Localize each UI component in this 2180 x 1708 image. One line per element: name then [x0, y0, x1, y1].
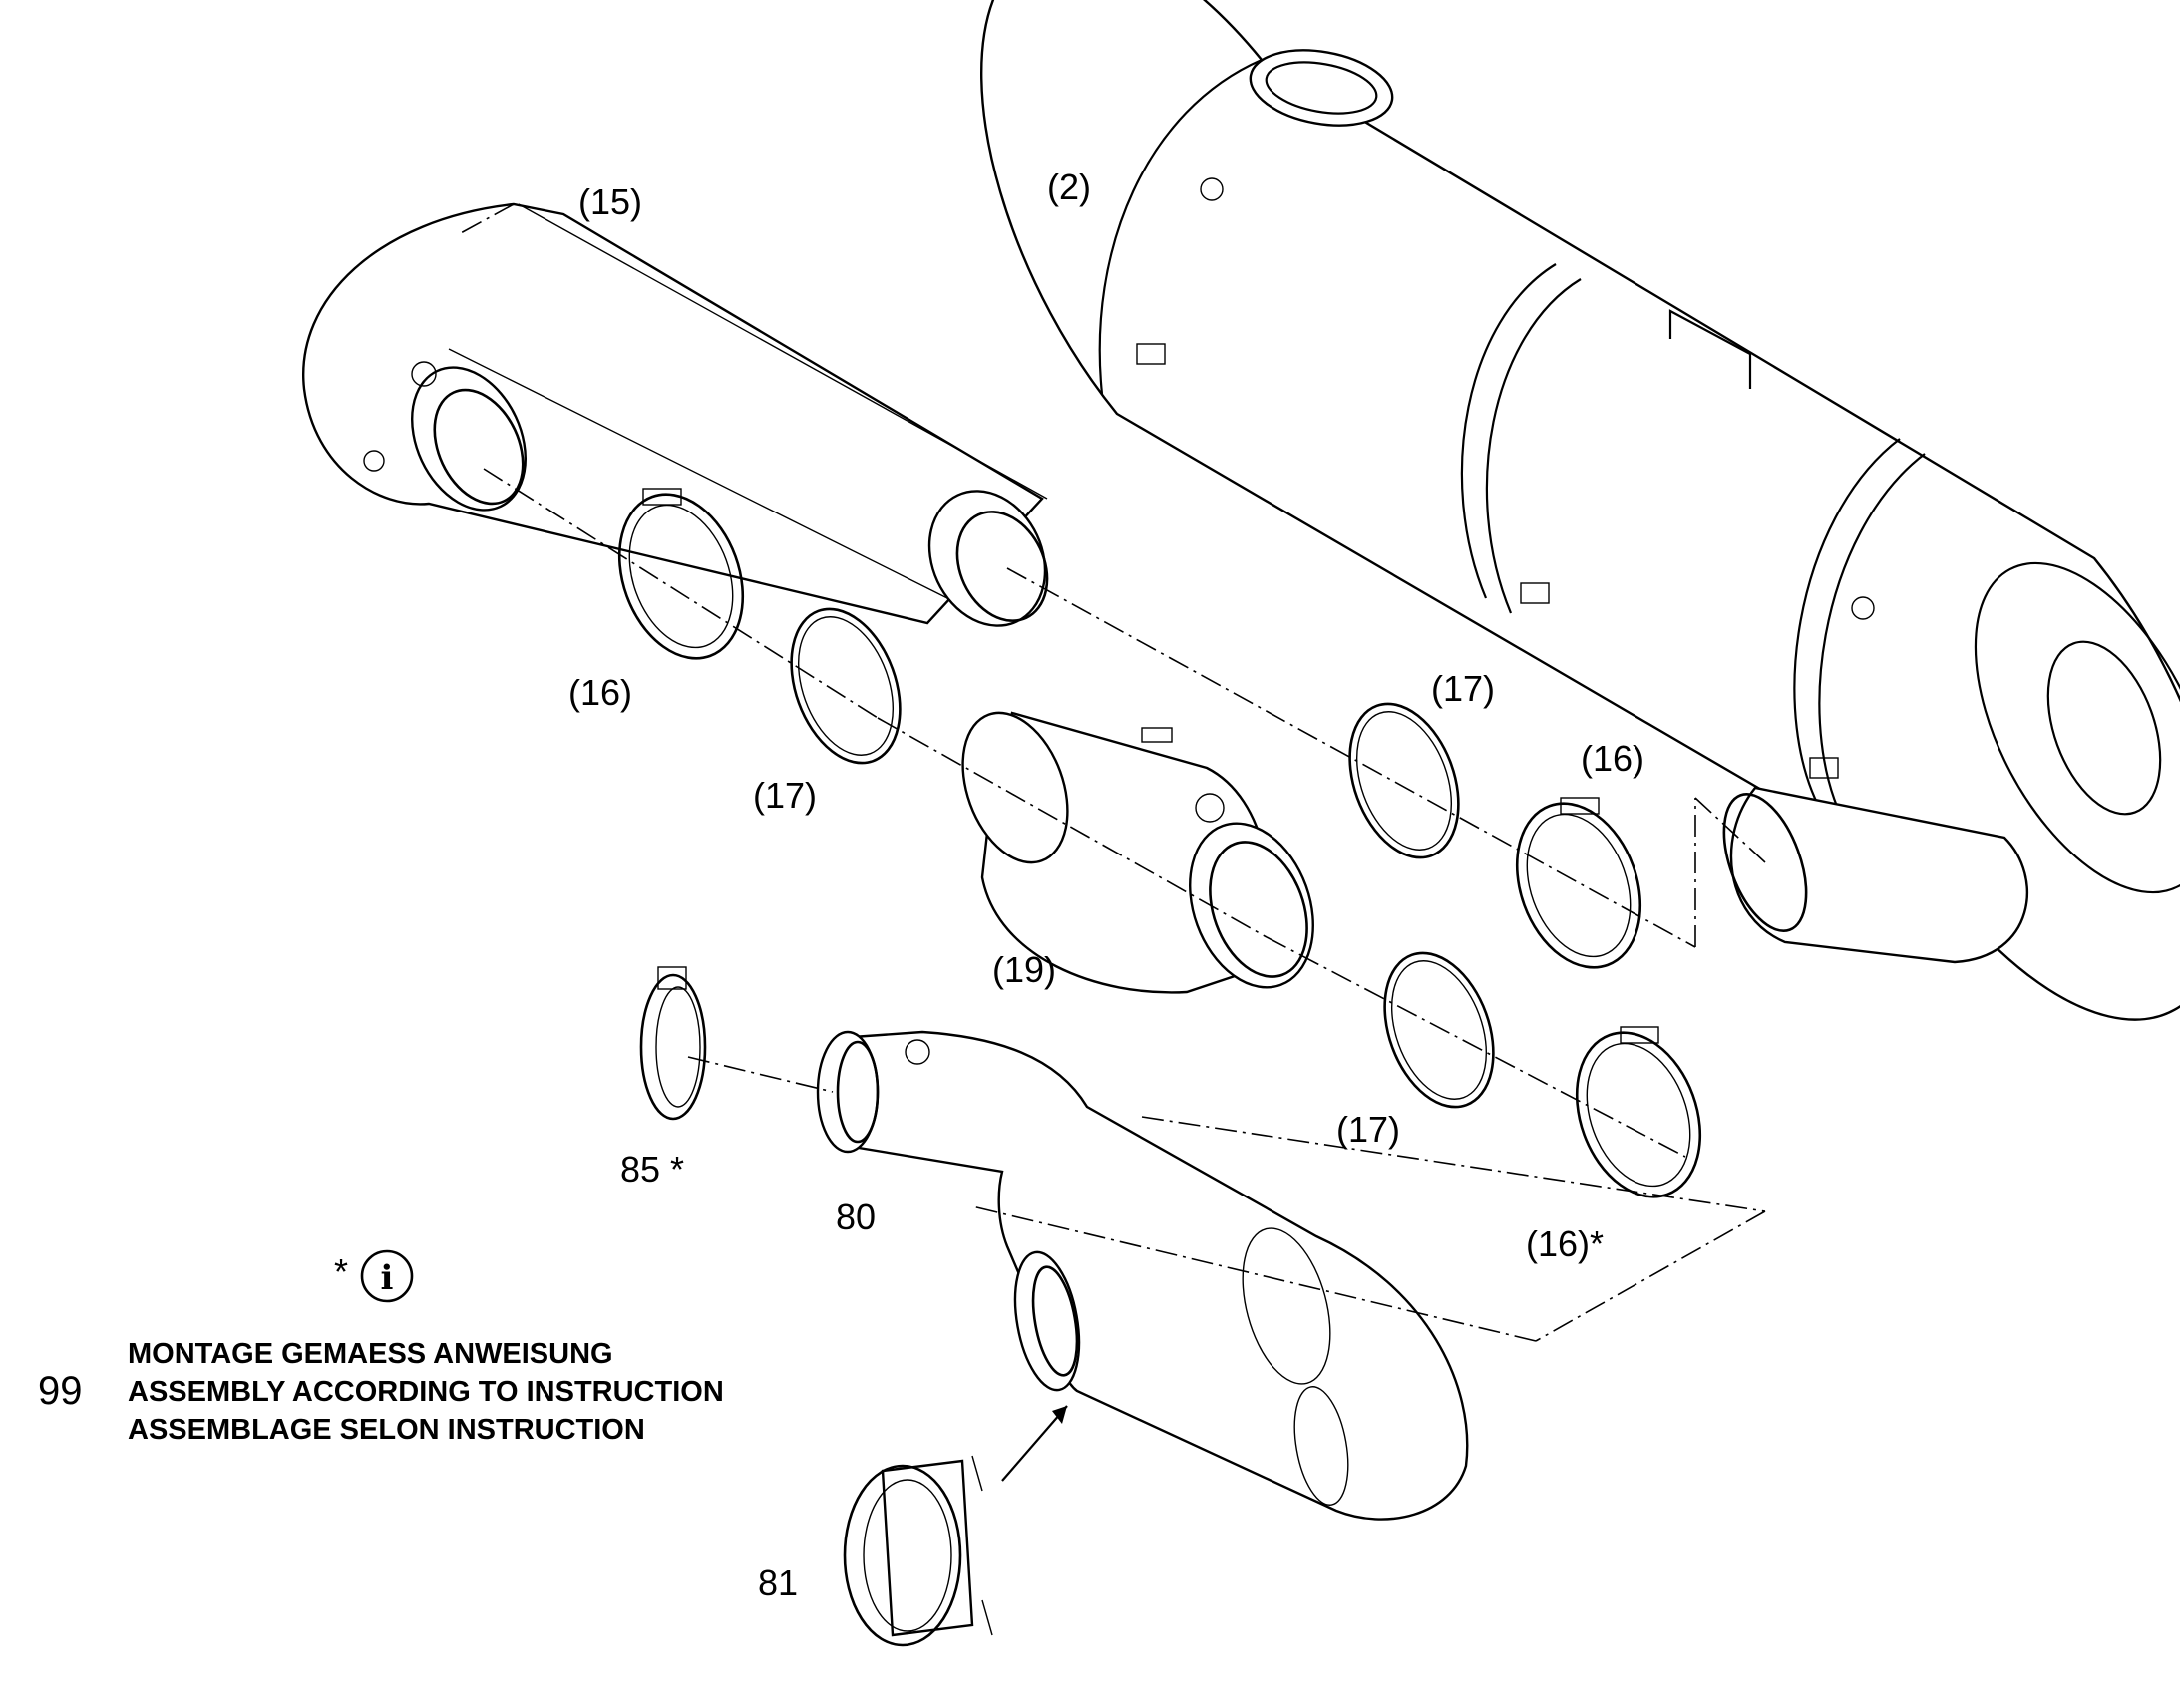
v-clamp-16-left — [617, 488, 745, 660]
v-clamp-16-right — [1515, 797, 1642, 969]
note-line-en: ASSEMBLY ACCORDING TO INSTRUCTION — [128, 1376, 724, 1408]
note-asterisk: * — [334, 1251, 348, 1292]
label-part-17-lower: (17) — [1336, 1109, 1400, 1150]
label-part-17-left: (17) — [753, 775, 817, 816]
info-icon-glyph: i — [381, 1258, 394, 1298]
label-part-2: (2) — [1047, 167, 1091, 207]
gasket-ring-17-left — [790, 607, 902, 765]
note-line-de: MONTAGE GEMAESS ANWEISUNG — [128, 1338, 613, 1370]
label-part-80: 80 — [836, 1196, 876, 1237]
saddle-clamp-81 — [843, 1455, 993, 1647]
note-line-fr: ASSEMBLAGE SELON INSTRUCTION — [128, 1414, 645, 1446]
inlet-pipe-15 — [302, 202, 1049, 627]
label-part-81: 81 — [758, 1562, 798, 1603]
instruction-note: * i 99 MONTAGE GEMAESS ANWEISUNG ASSEMBL… — [38, 1249, 724, 1446]
label-part-19: (19) — [992, 949, 1056, 990]
outlet-pipe-80 — [816, 1030, 1469, 1521]
label-part-16-lower: (16)* — [1526, 1223, 1604, 1264]
info-icon — [360, 1249, 414, 1303]
label-part-85: 85 * — [620, 1149, 684, 1190]
label-part-16-right: (16) — [1581, 738, 1644, 779]
label-part-16-left: (16) — [568, 672, 632, 713]
v-clamp-16-lower — [1575, 1026, 1702, 1198]
gasket-ring-17-lower — [1383, 951, 1495, 1109]
note-number: 99 — [38, 1369, 83, 1413]
label-part-15: (15) — [578, 181, 642, 222]
gasket-ring-17-right — [1348, 702, 1460, 859]
muffler-canister-2 — [979, 0, 2180, 1021]
band-clamp-85 — [639, 966, 707, 1121]
label-part-17-right: (17) — [1431, 668, 1495, 709]
assembly-axis-lines — [458, 203, 1766, 1482]
